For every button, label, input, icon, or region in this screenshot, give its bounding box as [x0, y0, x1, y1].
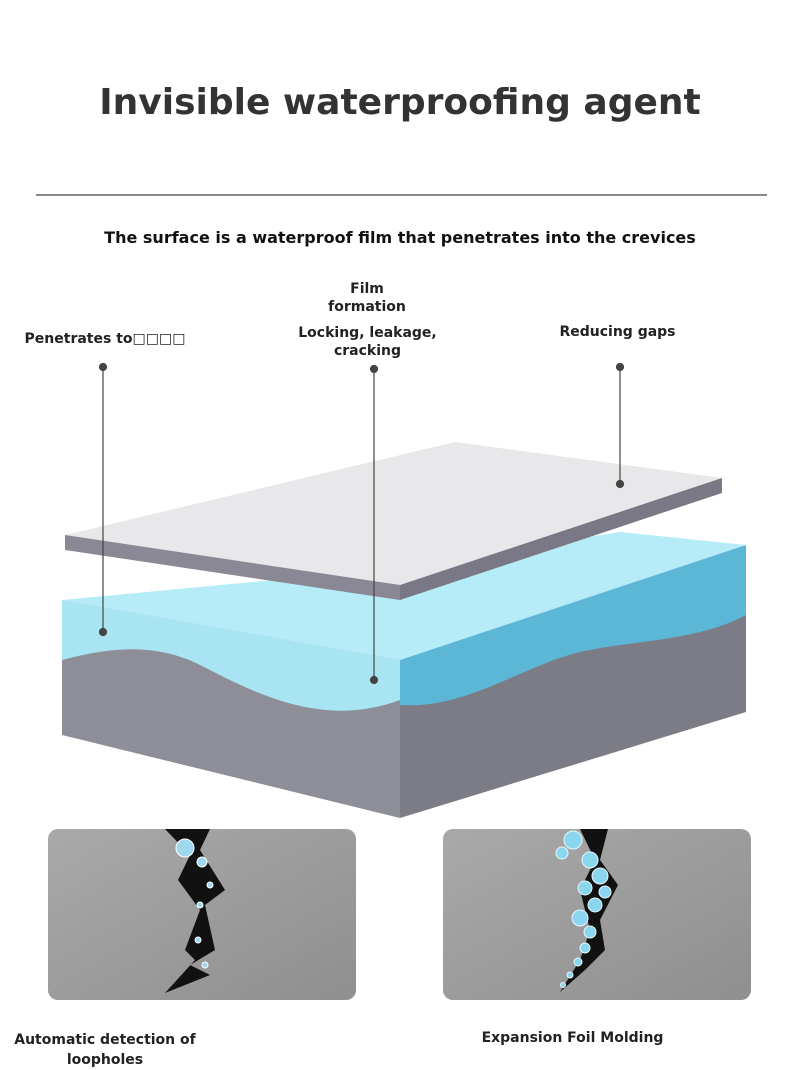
- label-reducing-gaps: Reducing gaps: [559, 324, 676, 340]
- divider: [36, 194, 767, 196]
- marker-dot: [98, 627, 108, 637]
- page-title: Invisible waterproofing agent: [99, 82, 701, 123]
- marker-dot: [615, 362, 625, 372]
- bubbles-icon: [175, 838, 214, 969]
- marker-dot: [615, 479, 625, 489]
- caption-detection: Automatic detection of loopholes: [14, 1032, 196, 1068]
- label-film-formation: Film formation: [328, 281, 406, 315]
- bubbles-icon: [555, 830, 612, 988]
- water-side: [400, 545, 746, 706]
- subtitle: The surface is a waterproof film that pe…: [104, 228, 696, 247]
- film-top: [65, 442, 722, 585]
- water-front: [62, 600, 400, 711]
- caption-expansion: Expansion Foil Molding: [481, 1030, 664, 1046]
- marker-dot: [98, 362, 108, 372]
- film-side: [400, 478, 722, 600]
- crack-icon: [165, 829, 225, 993]
- label-locking: Locking, leakage, cracking: [298, 325, 437, 359]
- marker-dot: [369, 675, 379, 685]
- film-front: [65, 535, 400, 600]
- marker-dot: [369, 364, 379, 374]
- label-penetrates: Penetrates to□□□□: [24, 331, 186, 347]
